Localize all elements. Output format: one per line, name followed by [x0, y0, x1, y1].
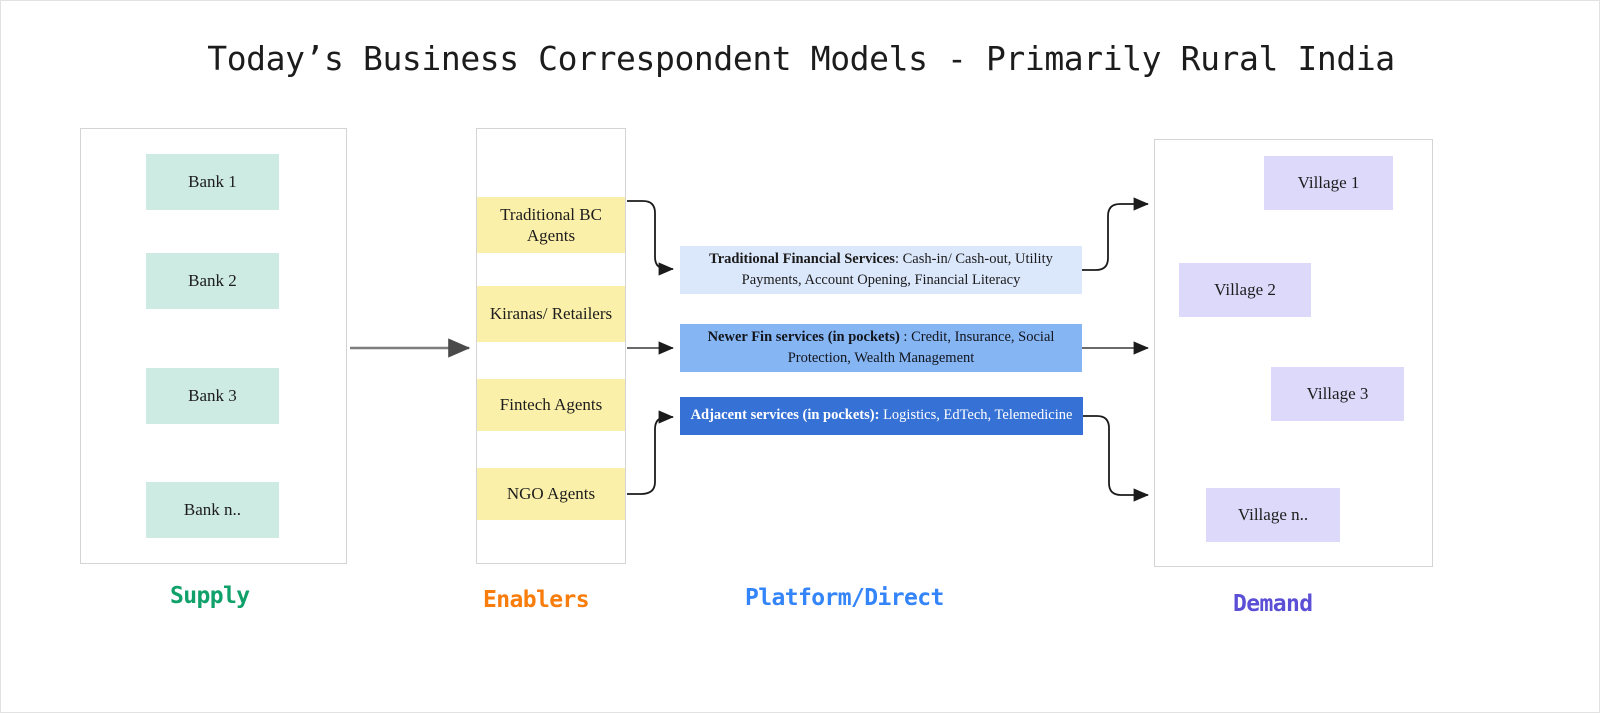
- column-label-platform-direct: Platform/Direct: [745, 585, 944, 611]
- demand-node-label: Village n..: [1237, 505, 1309, 525]
- demand-node-village-1[interactable]: Village 1: [1264, 156, 1393, 210]
- enabler-node-label: Fintech Agents: [499, 395, 603, 415]
- service-bar-heading: Traditional Financial Services: [709, 250, 895, 267]
- column-label-enablers: Enablers: [483, 587, 590, 613]
- page-title: Today’s Business Correspondent Models - …: [207, 39, 1395, 78]
- arrow-adjacent-to-demand: [1083, 415, 1149, 502]
- service-bar-separator: :: [899, 328, 912, 345]
- supply-node-label: Bank n..: [183, 500, 242, 520]
- demand-node-label: Village 2: [1214, 280, 1276, 300]
- supply-node-bank-1[interactable]: Bank 1: [146, 154, 279, 210]
- enabler-node-traditional-bc-agents[interactable]: Traditional BC Agents: [477, 197, 625, 253]
- demand-node-village-3[interactable]: Village 3: [1271, 367, 1404, 421]
- service-bar-text: Adjacent services (in pockets): Logistic…: [691, 405, 1073, 426]
- demand-node-label: Village 1: [1297, 173, 1360, 193]
- column-label-supply: Supply: [170, 583, 250, 609]
- enabler-node-label: Traditional BC Agents: [500, 204, 602, 245]
- service-bar-newer-fin-services[interactable]: Newer Fin services (in pockets) : Credit…: [680, 324, 1082, 372]
- service-bar-detail: Logistics, EdTech, Telemedicine: [883, 407, 1073, 424]
- arrow-enablers-to-traditional: [627, 200, 674, 276]
- service-bar-text: Newer Fin services (in pockets) : Credit…: [690, 327, 1072, 369]
- demand-node-label: Village 3: [1306, 384, 1369, 404]
- arrow-enablers-to-adjacent: [627, 410, 674, 495]
- enabler-node-label: Kiranas/ Retailers: [489, 304, 613, 324]
- enabler-node-kiranas-retailers[interactable]: Kiranas/ Retailers: [477, 286, 625, 342]
- service-bar-detail: Cash-in/ Cash-out, Utility Payments, Acc…: [741, 250, 1053, 288]
- supply-node-bank-2[interactable]: Bank 2: [146, 253, 279, 309]
- service-bar-heading: Adjacent services (in pockets):: [690, 407, 880, 424]
- service-bar-separator: :: [894, 250, 903, 267]
- service-bar-traditional-financial-services[interactable]: Traditional Financial Services: Cash-in/…: [680, 246, 1082, 294]
- supply-node-label: Bank 1: [188, 172, 237, 192]
- service-bar-text: Traditional Financial Services: Cash-in/…: [690, 249, 1072, 291]
- enabler-node-label: NGO Agents: [506, 484, 596, 504]
- supply-node-label: Bank 3: [188, 386, 237, 406]
- supply-node-bank-n[interactable]: Bank n..: [146, 482, 279, 538]
- service-bar-adjacent-services[interactable]: Adjacent services (in pockets): Logistic…: [680, 397, 1083, 435]
- enabler-node-ngo-agents[interactable]: NGO Agents: [477, 468, 625, 520]
- enabler-node-fintech-agents[interactable]: Fintech Agents: [477, 379, 625, 431]
- demand-column-frame: [1154, 139, 1433, 567]
- column-label-demand: Demand: [1233, 591, 1313, 617]
- supply-node-bank-3[interactable]: Bank 3: [146, 368, 279, 424]
- service-bar-detail: Credit, Insurance, Social Protection, We…: [787, 328, 1055, 366]
- demand-node-village-2[interactable]: Village 2: [1179, 263, 1311, 317]
- demand-node-village-n[interactable]: Village n..: [1206, 488, 1340, 542]
- arrow-traditional-to-demand: [1082, 197, 1149, 271]
- service-bar-heading: Newer Fin services (in pockets): [707, 328, 900, 345]
- supply-node-label: Bank 2: [188, 271, 237, 291]
